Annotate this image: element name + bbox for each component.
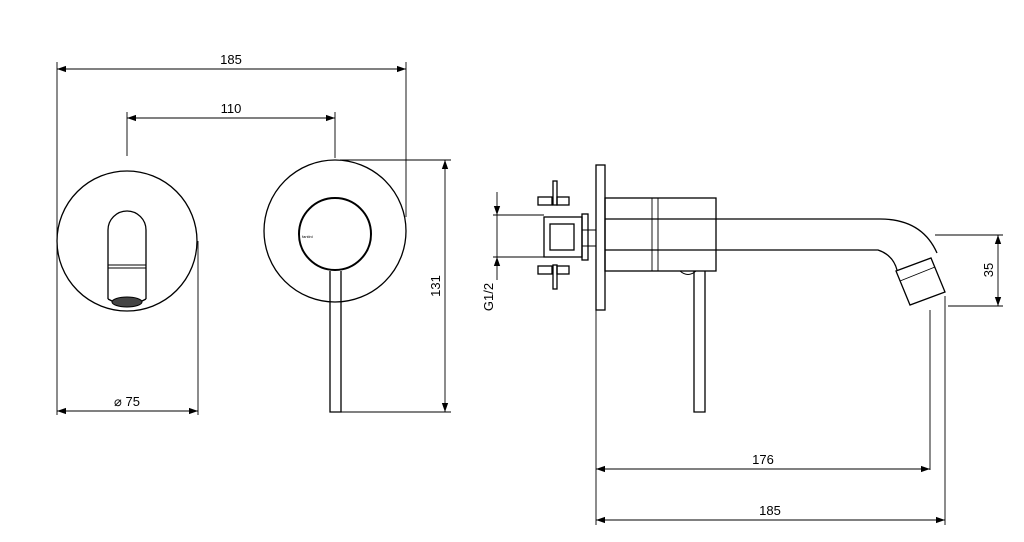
spout-outlet: [895, 257, 946, 306]
wall-plate: [595, 164, 606, 311]
spout-front: [107, 210, 147, 308]
dim-label-g12: G1/2: [481, 283, 496, 311]
aerator-outlet: [111, 296, 143, 308]
dim-label-185-side: 185: [759, 503, 781, 518]
mixer-body: [604, 197, 717, 272]
front-view: fantini 185 110 ⌀ 75 131: [56, 52, 451, 415]
dim-label-131: 131: [428, 275, 443, 297]
dim-label-185-front: 185: [220, 52, 242, 67]
spout-rosette: [56, 170, 198, 312]
mounting-bolt-bottom: [552, 264, 558, 290]
lever-side: [693, 271, 706, 413]
side-view: G1/2 35 176 185: [481, 164, 1003, 525]
mixer-lever: [329, 271, 342, 413]
spout-side: [605, 218, 938, 271]
brand-mark: fantini: [302, 234, 313, 239]
mixer-rosette: [263, 159, 407, 303]
dim-label-35: 35: [981, 263, 996, 277]
dim-label-110: 110: [221, 101, 242, 116]
dim-label-176: 176: [752, 452, 774, 467]
mounting-bolt-top: [552, 180, 558, 206]
dim-label-diameter: ⌀ 75: [114, 394, 140, 409]
mixer-cap: [298, 197, 372, 271]
